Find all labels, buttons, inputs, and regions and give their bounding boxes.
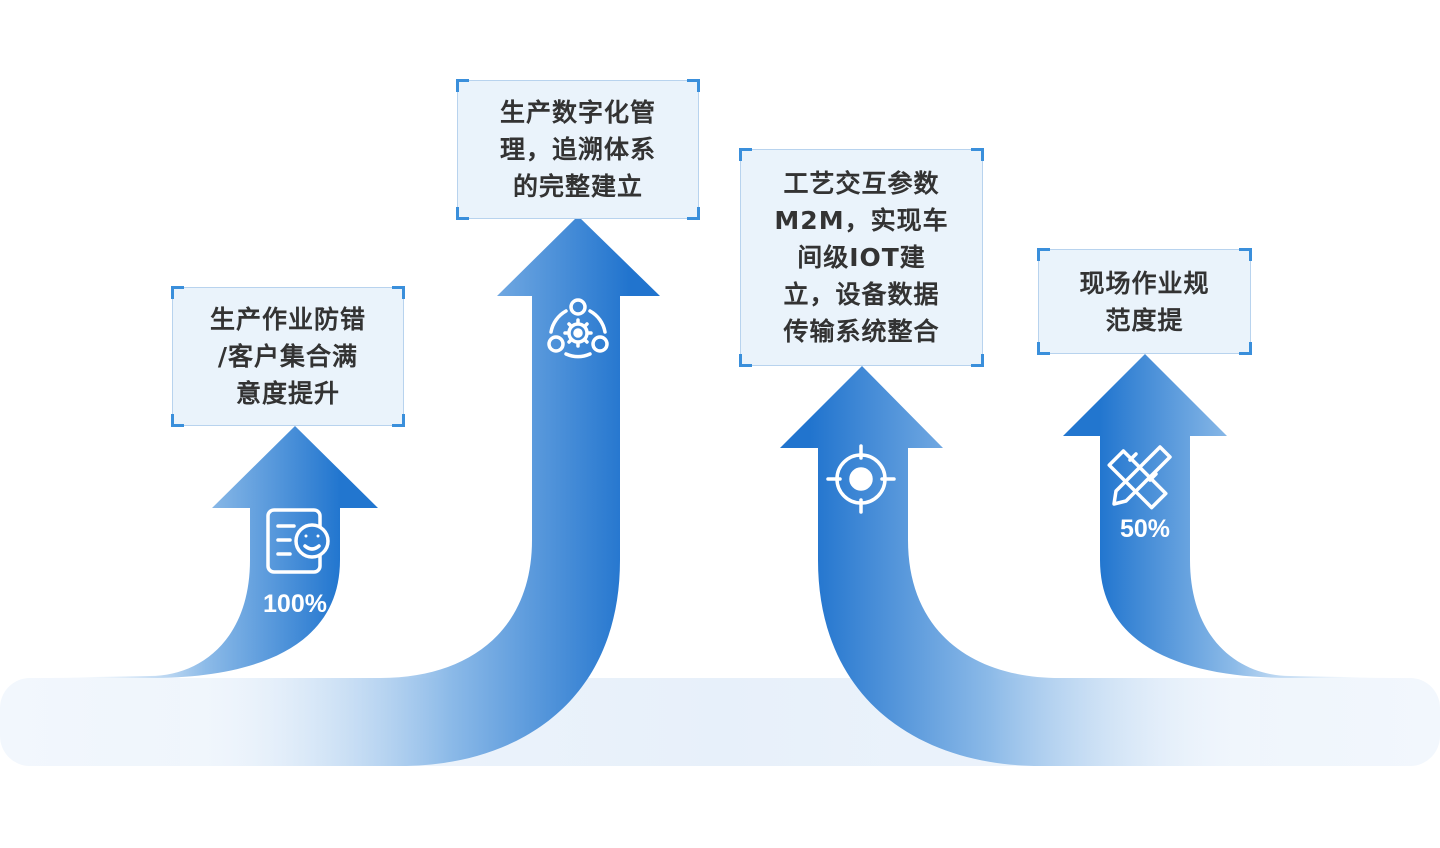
arrow-4-body <box>1063 354 1400 678</box>
arrow-1-body <box>40 426 378 678</box>
card-error-proofing: 生产作业防错 /客户集合满 意度提升 <box>171 286 405 427</box>
card-iot-integration-text: 工艺交互参数 M2M，实现车 间级IOT建 立，设备数据 传输系统整合 <box>774 169 949 346</box>
smile-document-icon <box>266 508 330 574</box>
arrow-2-body <box>180 216 660 766</box>
card-digital-management: 生产数字化管 理，追溯体系 的完整建立 <box>456 79 700 220</box>
card-iot-integration: 工艺交互参数 M2M，实现车 间级IOT建 立，设备数据 传输系统整合 <box>739 148 984 367</box>
target-icon <box>826 444 896 514</box>
ruler-pencil-icon <box>1107 445 1172 510</box>
card-error-proofing-text: 生产作业防错 /客户集合满 意度提升 <box>209 305 366 408</box>
arrow-3-body <box>780 366 1260 766</box>
gear-cycle-icon <box>547 298 609 359</box>
card-digital-management-text: 生产数字化管 理，追溯体系 的完整建立 <box>499 98 656 201</box>
arrow-4-percent: 50% <box>1119 515 1171 543</box>
card-field-standard-text: 现场作业规 范度提 <box>1079 268 1210 335</box>
arrow-1-percent: 100% <box>263 590 327 618</box>
card-field-standard: 现场作业规 范度提 <box>1037 248 1252 355</box>
